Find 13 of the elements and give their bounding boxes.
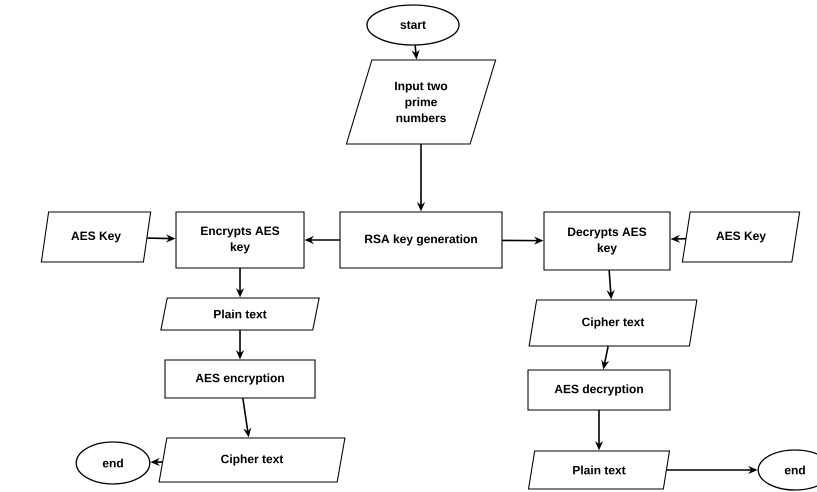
process-box: Encrypts AES key xyxy=(175,211,305,269)
io-parallelogram: AES Key xyxy=(40,211,152,263)
io-parallelogram: AES Key xyxy=(682,211,800,263)
process-box: AES decryption xyxy=(527,369,671,411)
terminal-oval: end xyxy=(76,441,150,485)
process-box: Decrypts AES key xyxy=(543,211,671,271)
io-parallelogram: Cipher text xyxy=(528,299,698,347)
process-box: RSA key generation xyxy=(339,211,503,269)
io-parallelogram: Plain text xyxy=(528,450,670,490)
process-box: AES encryption xyxy=(164,359,316,399)
io-parallelogram: Input two prime numbers xyxy=(346,59,496,145)
terminal-oval: start xyxy=(366,4,460,46)
io-parallelogram: Plain text xyxy=(160,297,320,331)
